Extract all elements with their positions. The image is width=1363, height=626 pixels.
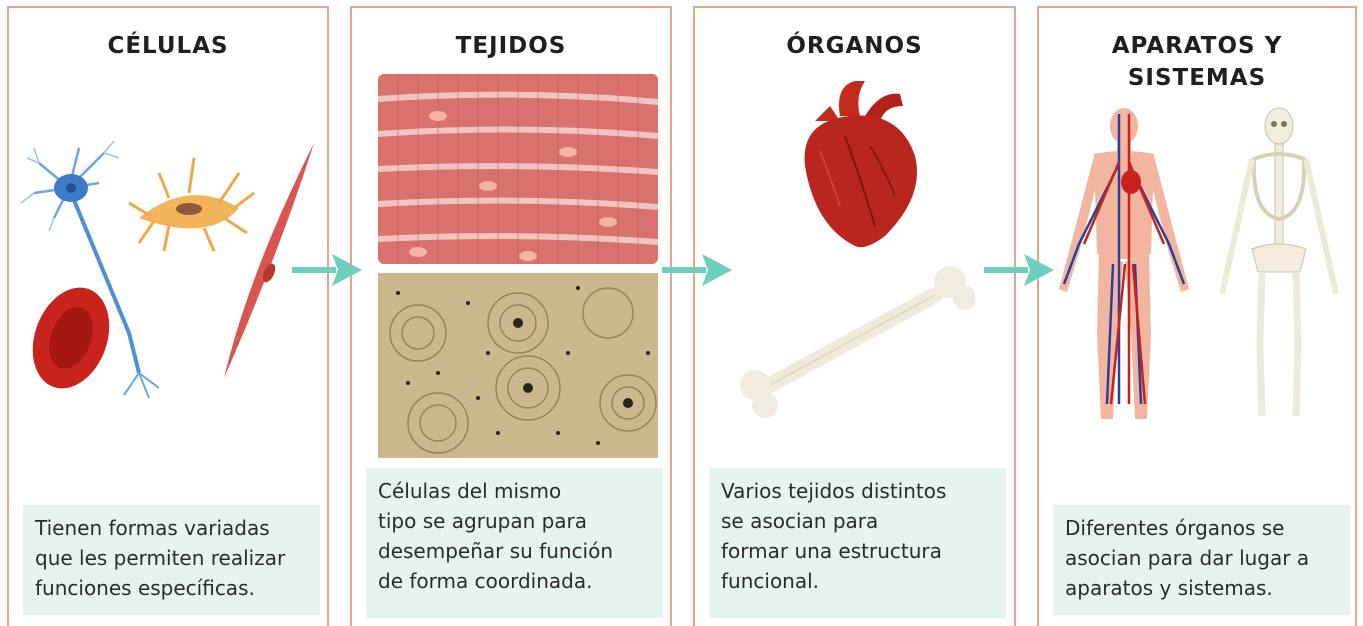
neuron-cell-icon: [20, 140, 160, 399]
panel-title-cells: CÉLULAS: [107, 33, 229, 59]
panel-title-organs: ÓRGANOS: [786, 33, 923, 59]
fibroblast-cell-icon: [128, 157, 255, 252]
panel-tissues: TEJIDOS: [350, 6, 672, 626]
caption-organs: Varios tejidos distintos se asocian para…: [709, 468, 1006, 618]
femur-bone-icon: [740, 266, 975, 418]
red-blood-cell-icon: [32, 287, 110, 389]
panel-systems: APARATOS Y SISTEMAS: [1037, 6, 1357, 626]
muscle-tissue-image: [378, 74, 658, 264]
caption-cells: Tienen formas variadas que les permiten …: [23, 505, 320, 615]
arrow-cells-to-tissues-icon: [292, 254, 362, 286]
panel-title-systems: APARATOS Y SISTEMAS: [1111, 33, 1283, 91]
arrow-tissues-to-organs-icon: [662, 254, 732, 286]
muscle-cell-icon: [224, 143, 314, 378]
panel-title-tissues: TEJIDOS: [455, 33, 567, 59]
circulatory-system-figure: [1059, 108, 1189, 419]
caption-tissues: Células del mismo tipo se agrupan para d…: [366, 468, 663, 618]
bone-tissue-image: [378, 273, 658, 458]
cells-illustration: [20, 140, 314, 399]
skeleton-figure: [1219, 107, 1339, 417]
panel-organs: ÓRGANOS Varios tejidos distintos se asoc…: [693, 6, 1016, 626]
arrow-organs-to-systems-icon: [984, 254, 1054, 286]
caption-systems: Diferentes órganos se asocian para dar l…: [1053, 505, 1350, 615]
heart-icon: [804, 81, 917, 248]
panel-cells: CÉLULAS Tienen formas variadas que les: [7, 6, 329, 626]
